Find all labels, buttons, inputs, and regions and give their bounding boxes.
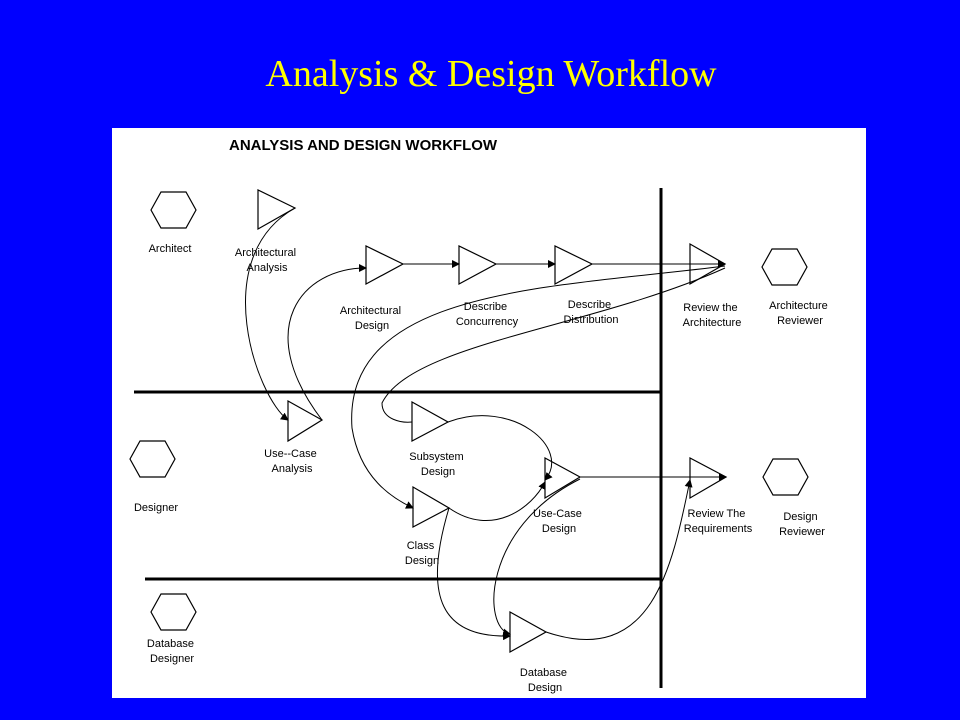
slide-title: Analysis & Design Workflow — [265, 53, 717, 95]
designer-hexagon-icon — [129, 440, 176, 478]
architecture-reviewer-hexagon-icon — [761, 248, 808, 286]
architectural-analysis-label: Architectural Analysis — [235, 247, 299, 274]
architect-label: Architect — [149, 243, 192, 255]
database-design-label: Database Design — [520, 667, 570, 694]
review-the-requirements-label: Review The Requirements — [684, 508, 753, 535]
describe-distribution-triangle-icon — [554, 245, 594, 286]
architectural-design-triangle-icon — [365, 245, 405, 286]
design-reviewer-label: Design Reviewer — [779, 511, 825, 538]
use-case-analysis-triangle-icon — [287, 399, 324, 443]
review-the-requirements-triangle-icon — [689, 457, 728, 500]
class-design-label: Class Design — [405, 540, 439, 567]
use-case-design-label: Use-Case Design — [533, 508, 585, 535]
database-designer-label: Database Designer — [147, 638, 197, 665]
workflow-diagram: ANALYSIS AND DESIGN WORKFLOW Architect A… — [129, 137, 831, 694]
design-reviewer-hexagon-icon — [762, 458, 809, 496]
flow-arrows — [245, 207, 727, 641]
architectural-design-label: Architectural Design — [340, 305, 404, 332]
describe-concurrency-label: Describe Concurrency — [456, 301, 519, 328]
architect-hexagon-icon — [150, 191, 197, 229]
review-the-architecture-label: Review the Architecture — [683, 302, 742, 329]
architectural-analysis-triangle-icon — [257, 189, 297, 231]
workflow-diagram-panel: ANALYSIS AND DESIGN WORKFLOW Architect A… — [112, 128, 866, 698]
database-design-triangle-icon — [509, 610, 548, 654]
describe-concurrency-triangle-icon — [458, 245, 498, 286]
database-designer-hexagon-icon — [150, 593, 197, 631]
architecture-reviewer-label: Architecture Reviewer — [769, 300, 831, 327]
use-case-analysis-label: Use--Case Analysis — [264, 448, 320, 475]
designer-label: Designer — [134, 502, 178, 514]
subsystem-design-triangle-icon — [411, 400, 450, 442]
class-design-triangle-icon — [412, 485, 451, 528]
diagram-title: ANALYSIS AND DESIGN WORKFLOW — [229, 137, 498, 154]
use-case-design-triangle-icon — [544, 456, 582, 500]
describe-distribution-label: Describe Distribution — [563, 299, 618, 326]
subsystem-design-label: Subsystem Design — [409, 451, 466, 478]
